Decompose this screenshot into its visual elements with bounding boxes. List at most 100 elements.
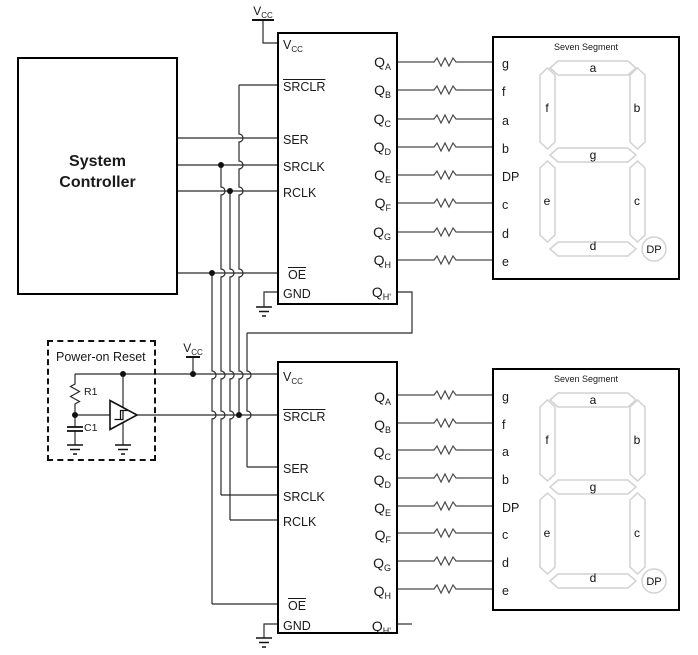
reg1-pin-oe: OE (288, 268, 307, 282)
capacitor-c1 (67, 426, 83, 432)
reg2-pin-oe: OE (288, 599, 307, 613)
q-main: Q (373, 472, 385, 488)
reg1-pin-qg: QG (373, 224, 391, 242)
segment-shapes (539, 392, 667, 594)
wire-qhprime-chain (247, 291, 413, 334)
segment-dp-circle (641, 568, 667, 594)
wire-chain-vertical (246, 333, 252, 467)
reg2-pin-rclk: RCLK (283, 515, 317, 529)
schmitt-trigger (109, 399, 139, 431)
hysteresis-icon (114, 409, 128, 421)
reg1-pin-qa: QA (374, 54, 391, 72)
reg2-pin-gnd: GND (283, 619, 311, 633)
q-sub: F (385, 203, 392, 213)
q-main: Q (371, 284, 383, 300)
seven-segment-graphic: a f b g e c d DP (539, 60, 667, 262)
vcc-main: V (183, 341, 192, 355)
ground-trigger (115, 444, 131, 455)
q-sub: B (384, 425, 391, 435)
bus-oe (211, 273, 217, 604)
q-sub: H (384, 591, 392, 601)
junction-dot (236, 412, 242, 418)
shift-register-2: VCC SRCLR SER SRCLK RCLK OE GND QA QB QC… (277, 361, 398, 636)
bus-srclr (238, 85, 244, 415)
signal-wires (69, 20, 413, 638)
dsp2-pin-f: f (502, 418, 506, 432)
ground-reg2 (256, 637, 272, 648)
resistor-row (398, 141, 492, 153)
junction-dot (72, 412, 78, 418)
segment-f (539, 398, 556, 483)
segment-e (539, 491, 556, 576)
reg2-pin-srclk: SRCLK (283, 490, 325, 504)
junction-dots (72, 162, 242, 418)
ground-symbols (67, 306, 272, 648)
junction-dot (227, 188, 233, 194)
resistor-rows-2 (398, 389, 492, 595)
dsp1-pin-d: d (502, 227, 509, 241)
segment-d (548, 573, 638, 589)
controller-label-line2: Controller (59, 174, 136, 191)
segment-dp-circle (641, 236, 667, 262)
reg1-pin-gnd: GND (283, 287, 311, 301)
dsp2-pin-d: d (502, 556, 509, 570)
segment-label-b: b (634, 101, 641, 115)
vcc-main: V (253, 4, 262, 18)
vcc-sub: CC (291, 45, 303, 54)
q-sub: B (384, 90, 391, 100)
reg1-pin-srclk: SRCLK (283, 160, 325, 174)
dsp2-pin-e: e (502, 584, 509, 598)
ground-c1 (67, 444, 83, 455)
vcc-sub: CC (191, 348, 203, 357)
q-main: Q (371, 618, 383, 634)
dsp2-pin-g: g (502, 390, 509, 404)
dsp2-pin-b: b (502, 473, 509, 487)
reg1-pin-srclr: SRCLR (283, 80, 326, 94)
dsp2-pin-a: a (502, 445, 509, 459)
segment-g (548, 147, 638, 163)
reg2-pin-qg: QG (373, 555, 391, 573)
resistor-row (398, 226, 492, 238)
reg1-pin-qd: QD (374, 139, 391, 157)
reg2-pin-ser: SER (283, 462, 309, 476)
q-sub: A (384, 62, 391, 72)
segment-b (629, 66, 646, 151)
q-sub: H' (382, 626, 391, 636)
reg1-pin-qc: QC (374, 111, 391, 129)
q-main: Q (373, 555, 384, 571)
segment-labels: a f b g e c d DP (544, 393, 662, 588)
resistor-row (398, 197, 492, 209)
q-sub: H (384, 260, 392, 270)
dsp1-pin-dp: DP (502, 170, 520, 184)
segment-label-b: b (634, 433, 641, 447)
reg1-pin-vcc: VCC (283, 37, 303, 55)
resistor-row (398, 417, 492, 429)
segment-label-c: c (634, 194, 640, 208)
reg1-pin-qf: QF (375, 195, 391, 213)
bus-srclk (220, 165, 226, 495)
q-main: Q (374, 167, 385, 183)
resistor-row (398, 472, 492, 484)
reg2-pin-qa: QA (374, 389, 391, 407)
dsp2-pin-dp: DP (502, 501, 520, 515)
resistor-row (398, 169, 492, 181)
vcc-sub: CC (261, 11, 273, 20)
dsp1-pin-c: c (502, 198, 509, 212)
q-main: Q (373, 111, 385, 127)
q-main: Q (374, 54, 385, 70)
segment-label-a: a (590, 61, 597, 75)
segment-label-c: c (634, 526, 640, 540)
q-main: Q (374, 82, 385, 98)
resistor-row (398, 555, 492, 567)
c1-label: C1 (84, 422, 98, 434)
resistor-row (398, 500, 492, 512)
r1-label: R1 (84, 386, 98, 398)
shift-register-1: VCC SRCLR SER SRCLK RCLK OE GND QA QB QC… (277, 32, 398, 305)
q-main: Q (373, 139, 385, 155)
wire-vcc1 (262, 20, 277, 44)
reg2-pin-qb: QB (374, 417, 391, 435)
reg1-pin-qh: QH (374, 252, 391, 270)
dsp1-pin-f: f (502, 85, 506, 99)
